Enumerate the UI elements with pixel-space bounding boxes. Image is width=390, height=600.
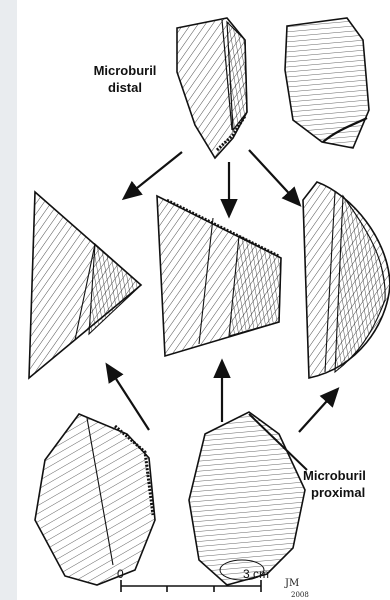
artist-signature: JM 2008 [284,578,309,599]
scale-end-label: 3 cm [243,567,269,581]
trapeze-center [157,196,281,356]
proximal-label-line2: proximal [303,484,366,501]
arrow-distal-to-segment [249,150,297,202]
proximal-microburin-left [35,414,155,585]
distal-microburin-side [285,18,369,148]
proximal-label-line1: Microburil [303,467,366,484]
figure-panel: 0 3 cm JM 2008 Microburil distal Microbu… [17,0,390,600]
arrow-proximal-to-segment [299,392,335,432]
triangle-left [29,192,141,378]
scale-start-label: 0 [117,567,124,581]
distal-label-line1: Microburil [65,62,185,79]
arrow-proximal-to-triangle [109,368,149,430]
segment-right [303,182,390,378]
proximal-microburin-center [189,412,307,585]
scale-bar: 0 3 cm [117,567,269,592]
signature-year: 2008 [291,591,309,599]
signature-initials: JM [284,578,299,589]
distal-microburin-front [177,18,247,158]
distal-label: Microburil distal [65,62,185,96]
proximal-label: Microburil proximal [303,467,366,501]
arrow-distal-to-triangle [127,152,182,196]
distal-label-line2: distal [65,79,185,96]
